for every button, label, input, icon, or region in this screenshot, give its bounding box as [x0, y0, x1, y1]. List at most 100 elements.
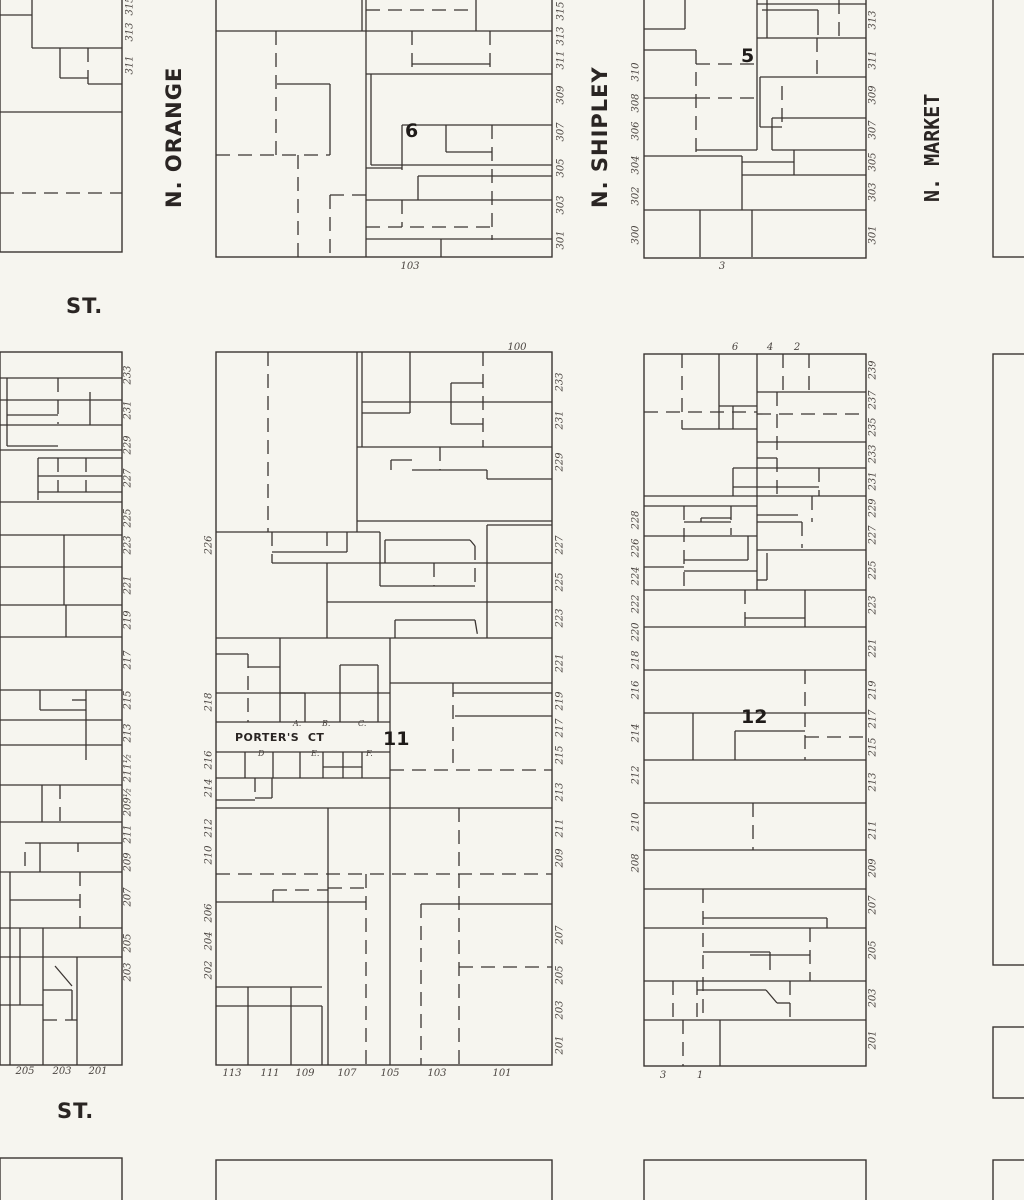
city-block [992, 353, 1024, 966]
block-number-6: 6 [405, 120, 418, 142]
city-block [215, 0, 553, 258]
house-number: 205 [14, 1066, 34, 1077]
court-lot-letter: C. [358, 719, 366, 728]
house-number: 203 [555, 1000, 566, 1020]
house-number: 223 [555, 608, 566, 628]
block-number-12: 12 [741, 706, 767, 728]
house-number: 225 [868, 560, 879, 580]
house-number: 2 [793, 342, 800, 353]
house-number: 213 [868, 772, 879, 792]
house-number: 201 [868, 1030, 879, 1050]
street-label-n-shipley: N. SHIPLEY [588, 66, 612, 208]
house-number: 212 [631, 765, 642, 785]
city-block [643, 353, 867, 1067]
house-number: 203 [51, 1066, 71, 1077]
house-number: 211 [123, 824, 134, 844]
house-number: 214 [204, 778, 215, 798]
house-number: 302 [631, 186, 642, 205]
house-number: 205 [555, 965, 566, 985]
street-label-cross-lower: ST. [57, 1099, 94, 1123]
house-number: 101 [492, 1068, 511, 1079]
house-number: 4 [766, 342, 773, 353]
house-number: 208 [631, 853, 642, 873]
house-number: 203 [868, 988, 879, 1008]
house-number: 218 [204, 692, 215, 712]
block-number-11: 11 [383, 728, 409, 750]
house-number: 203 [123, 962, 134, 982]
house-number: 228 [631, 510, 642, 530]
house-number: 309 [868, 85, 879, 105]
house-number: 313 [125, 22, 136, 41]
house-number: 233 [555, 372, 566, 392]
house-number: 209½ [123, 788, 134, 818]
house-number: 315 [125, 0, 136, 16]
house-number: 209 [555, 848, 566, 869]
street-label-porters-ct: PORTER'S CT [235, 731, 324, 744]
court-lot-letter: B. [321, 719, 330, 728]
house-number: 201 [555, 1035, 566, 1055]
city-block [992, 1026, 1024, 1099]
street-label-n-orange: N. ORANGE [162, 67, 186, 208]
house-number: 305 [556, 158, 567, 177]
court-lot-letter: F. [365, 749, 373, 758]
house-number: 107 [337, 1068, 357, 1079]
house-number: 303 [556, 195, 567, 214]
city-block [992, 1159, 1024, 1200]
house-number: 220 [631, 622, 642, 643]
house-number: 207 [555, 925, 566, 946]
wall-line [765, 989, 778, 1004]
house-number: 233 [868, 444, 879, 464]
house-number: 229 [868, 498, 879, 519]
house-number: 231 [555, 410, 566, 430]
house-number: 226 [631, 538, 642, 559]
house-number: 226 [204, 535, 215, 556]
house-number: 307 [868, 120, 879, 140]
house-number: 215 [123, 690, 134, 710]
house-number: 305 [868, 152, 879, 171]
house-number: 301 [868, 225, 879, 244]
block-number-5: 5 [741, 45, 754, 67]
house-number: 211 [868, 820, 879, 840]
house-number: 113 [222, 1068, 241, 1079]
house-number: 111 [260, 1068, 279, 1079]
house-number: 239 [868, 360, 879, 381]
house-number: 100 [507, 342, 527, 353]
house-number: 309 [556, 85, 567, 105]
house-number: 235 [868, 417, 879, 437]
house-number: 223 [868, 595, 879, 615]
house-number: 211 [555, 818, 566, 838]
house-number: 211½ [123, 754, 134, 784]
city-block [0, 351, 123, 1066]
building-outlines [0, 0, 866, 1066]
house-number: 1 [697, 1070, 703, 1081]
house-number: 210 [631, 812, 642, 833]
house-number: 313 [868, 10, 879, 29]
house-number: 103 [427, 1068, 446, 1079]
house-number: 225 [123, 508, 134, 528]
house-number: 212 [204, 818, 215, 838]
house-number: 209 [123, 852, 134, 873]
house-number: 219 [555, 691, 566, 712]
house-number: 205 [868, 940, 879, 960]
house-number: 229 [123, 435, 134, 456]
house-number: 310 [631, 62, 642, 82]
house-number: 216 [204, 750, 215, 771]
house-number: 227 [555, 535, 566, 556]
house-number: 222 [631, 594, 642, 614]
city-block [643, 1159, 867, 1200]
house-number: 227 [868, 525, 879, 546]
house-number: 206 [204, 903, 215, 924]
house-number: 103 [400, 261, 419, 272]
street-label-n-market: N. MARKET [920, 94, 944, 202]
house-number: 221 [555, 653, 566, 673]
court-lot-letter: D [257, 749, 265, 758]
city-block [0, 0, 123, 253]
house-number: 201 [87, 1066, 107, 1077]
house-number: 205 [123, 933, 134, 953]
house-number: 237 [868, 390, 879, 411]
house-number: 311 [868, 50, 879, 69]
house-number: 300 [631, 225, 642, 245]
house-number: 219 [868, 680, 879, 701]
